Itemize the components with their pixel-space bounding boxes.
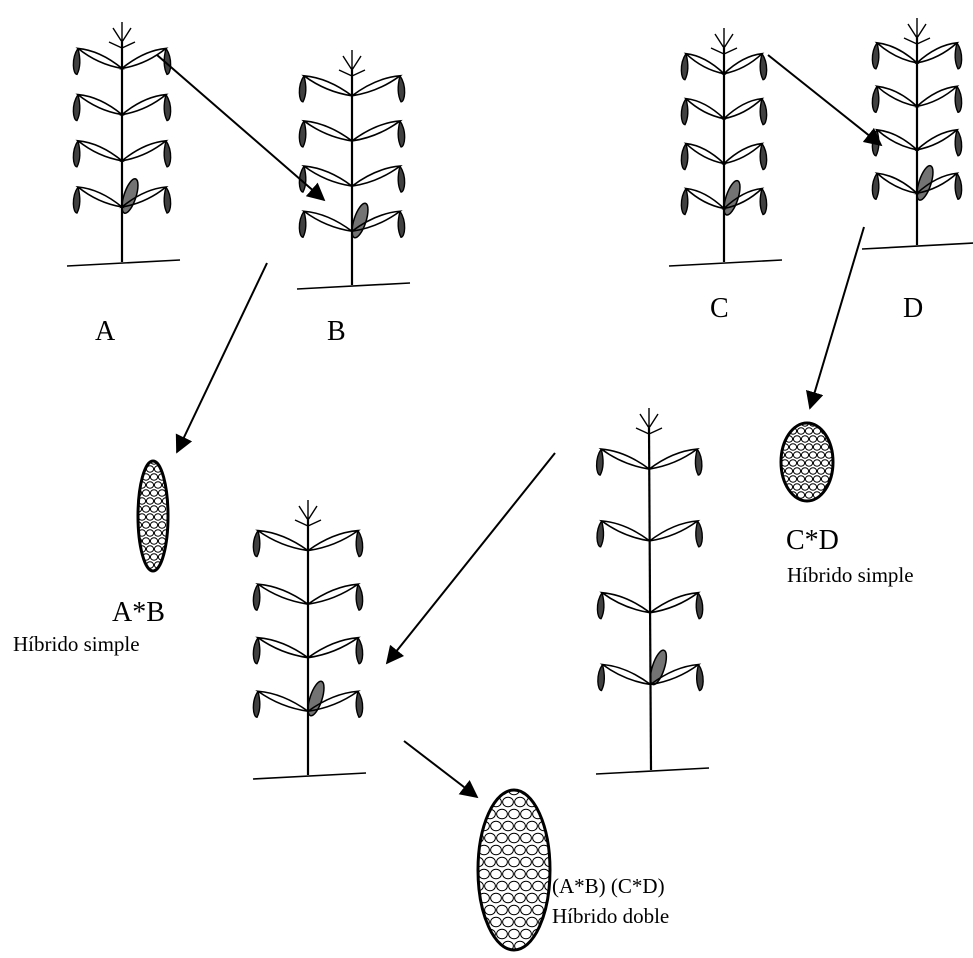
arrow-to-double-hybrid [404,741,477,797]
plant-label-d: D [903,293,923,325]
plant-label-a: A [95,316,115,348]
arrow-d-to-hybrid-cd [810,227,864,408]
arrow-b-to-hybrid-ab [177,263,267,452]
arrows-layer [157,55,881,797]
hybrid-double-type-label: Híbrido doble [552,904,669,929]
plant-label-b: B [327,316,346,348]
corn-plant-a [67,22,180,266]
corn-plant-hybrid-ab [253,500,366,779]
cob-hybrid-ab [126,458,169,571]
corn-plant-hybrid-cd [596,408,709,774]
corn-plant-c [669,28,782,266]
corn-plant-d [862,18,973,249]
hybrid-cd-type-label: Híbrido simple [787,563,914,588]
arrow-cd-to-hybrid-ab-plant [387,453,555,663]
hybrid-cd-cross-label: C*D [786,525,839,557]
hybrid-ab-type-label: Híbrido simple [13,632,140,657]
cobs-layer [126,420,836,951]
cob-hybrid-cd [769,420,836,501]
plant-label-c: C [710,293,729,325]
arrow-c-to-d [768,55,881,145]
arrow-a-to-b [157,55,324,200]
hybrid-ab-cross-label: A*B [112,597,165,629]
hybrid-double-cross-label: (A*B) (C*D) [552,874,665,899]
cob-hybrid-double [461,785,556,951]
corn-plant-b [297,50,410,289]
